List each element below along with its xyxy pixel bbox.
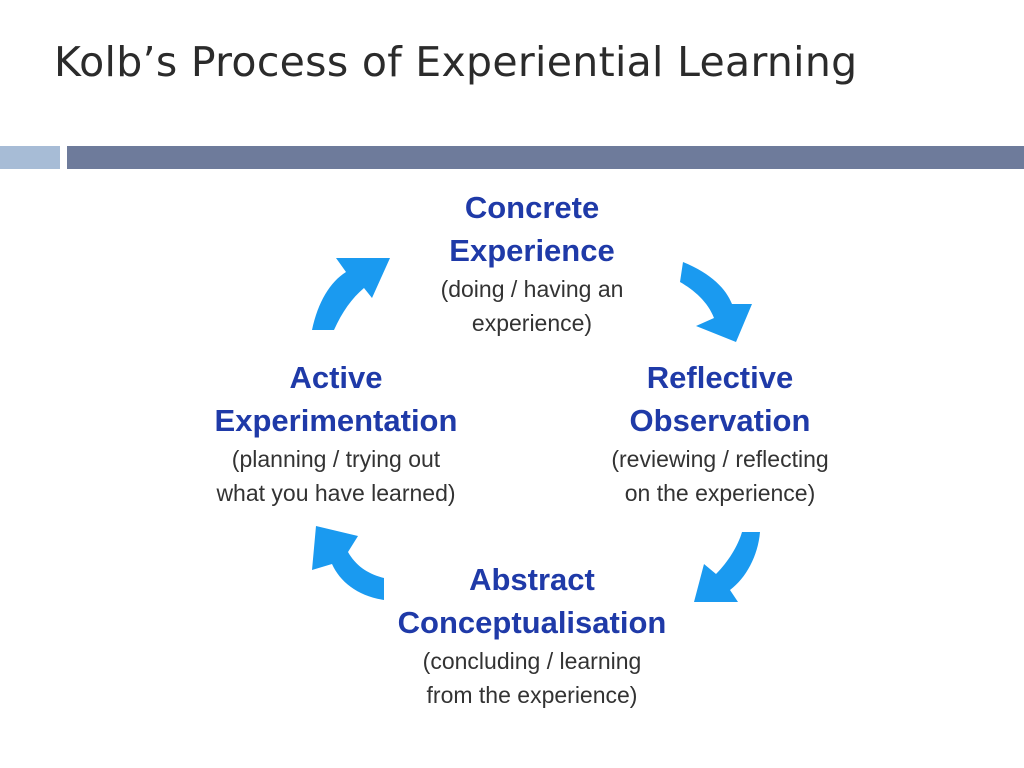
stage-description-line: what you have learned) xyxy=(216,480,456,506)
stage-heading-line: Conceptualisation xyxy=(397,605,667,640)
stage-heading-line: Active xyxy=(289,360,383,395)
title-underline-accent-bar xyxy=(0,146,60,169)
stage-description-line: experience) xyxy=(471,310,593,336)
stage-description-line: from the experience) xyxy=(426,682,638,708)
stage-heading-line: Reflective xyxy=(646,360,794,395)
stage-description-line: (concluding / learning xyxy=(422,648,642,674)
title-underline-bar xyxy=(67,146,1024,169)
stage-description-line: (planning / trying out xyxy=(231,446,441,472)
stage-description-line: (reviewing / reflecting xyxy=(611,446,829,472)
stage-description-line: on the experience) xyxy=(624,480,816,506)
stage-heading-line: Abstract xyxy=(469,562,595,597)
stage-reflective-observation: Reflective Observation (reviewing / refl… xyxy=(550,356,890,510)
stage-description-line: (doing / having an xyxy=(440,276,624,302)
arrow-active-to-concrete-icon xyxy=(312,258,390,330)
stage-concrete-experience: Concrete Experience (doing / having an e… xyxy=(362,186,702,340)
stage-heading-line: Experimentation xyxy=(214,403,458,438)
stage-heading-line: Observation xyxy=(629,403,811,438)
stage-heading-line: Experience xyxy=(449,233,615,268)
stage-active-experimentation: Active Experimentation (planning / tryin… xyxy=(166,356,506,510)
slide-title: Kolb’s Process of Experiential Learning xyxy=(54,38,858,86)
arrow-abstract-to-active-icon xyxy=(312,526,384,600)
arrow-reflective-to-abstract-icon xyxy=(694,532,760,602)
stage-heading-line: Concrete xyxy=(464,190,600,225)
stage-abstract-conceptualisation: Abstract Conceptualisation (concluding /… xyxy=(362,558,702,712)
arrow-concrete-to-reflective-icon xyxy=(680,262,752,342)
